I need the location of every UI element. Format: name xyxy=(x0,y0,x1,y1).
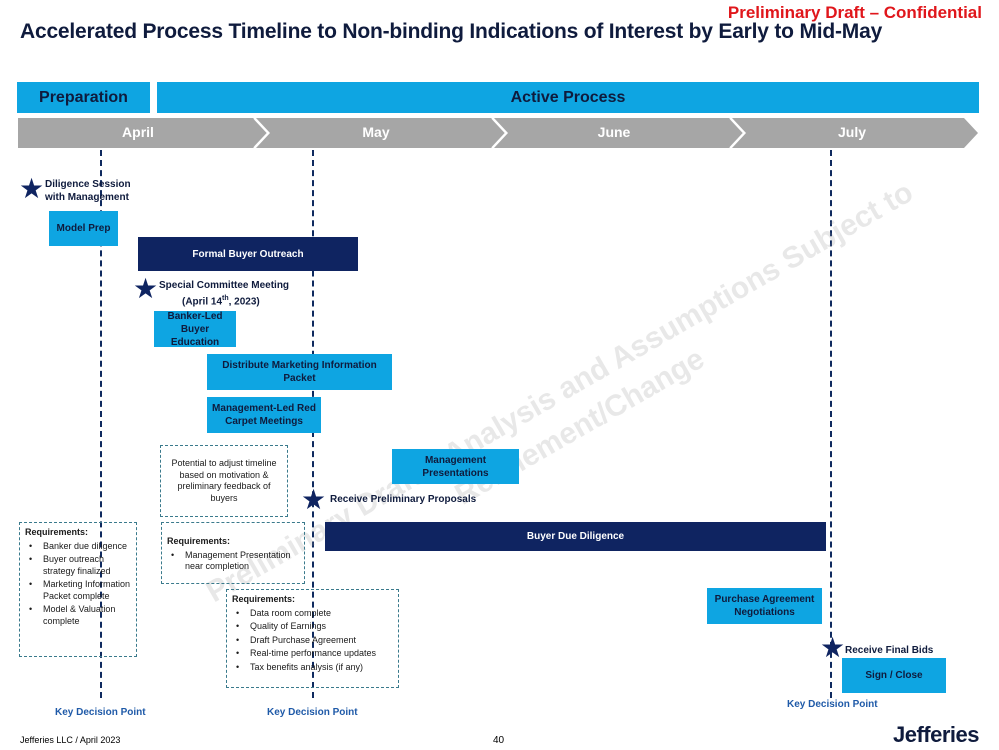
requirement-item: Management Presentation near completion xyxy=(171,550,299,573)
requirements-title: Requirements: xyxy=(167,536,231,546)
activity-model-prep: Model Prep xyxy=(49,211,118,246)
star-icon: ★ xyxy=(133,273,159,304)
requirements-box-2: Requirements: Management Presentation ne… xyxy=(161,522,305,584)
requirements-title: Requirements: xyxy=(232,594,296,604)
decision-line-july xyxy=(830,150,832,698)
phase-active-process: Active Process xyxy=(157,82,979,113)
activity-purchase-agreement: Purchase Agreement Negotiations xyxy=(707,588,822,624)
activity-formal-outreach: Formal Buyer Outreach xyxy=(138,237,358,271)
month-may: May xyxy=(362,124,390,140)
activity-sign-close: Sign / Close xyxy=(842,658,946,693)
requirement-item: Draft Purchase Agreement xyxy=(236,635,393,647)
month-chevrons xyxy=(18,118,978,148)
key-decision-point-may: Key Decision Point xyxy=(267,707,358,718)
requirements-box-3: Requirements: Data room complete Quality… xyxy=(226,589,399,688)
requirement-item: Tax benefits analysis (if any) xyxy=(236,662,393,674)
activity-banker-education: Banker-Led Buyer Education xyxy=(154,311,236,348)
month-april: April xyxy=(122,124,154,140)
milestone-prelim-proposals: Receive Preliminary Proposals xyxy=(330,494,477,505)
key-decision-point-july: Key Decision Point xyxy=(787,699,878,710)
requirement-item: Quality of Earnings xyxy=(236,621,393,633)
requirements-list: Management Presentation near completion xyxy=(167,550,299,573)
activity-buyer-due-diligence: Buyer Due Diligence xyxy=(325,522,826,551)
requirement-item: Data room complete xyxy=(236,608,393,620)
month-july: July xyxy=(837,124,866,140)
star-icon: ★ xyxy=(301,484,327,515)
activity-distribute-marketing: Distribute Marketing Information Packet xyxy=(207,354,392,390)
star-icon: ★ xyxy=(820,632,846,663)
requirements-box-1: Requirements: Banker due diligence Buyer… xyxy=(19,522,137,657)
milestone-special-committee-date: (April 14th, 2023) xyxy=(182,295,260,308)
requirement-item: Real-time performance updates xyxy=(236,648,393,660)
milestone-diligence-session: Diligence Session with Management xyxy=(45,179,131,203)
star-icon: ★ xyxy=(19,173,45,204)
note-timeline-adjust-text: Potential to adjust timeline based on mo… xyxy=(171,458,277,503)
requirements-title: Requirements: xyxy=(25,527,89,537)
requirement-item: Banker due diligence xyxy=(29,541,131,553)
requirement-item: Buyer outreach strategy finalized xyxy=(29,554,131,577)
note-timeline-adjust: Potential to adjust timeline based on mo… xyxy=(160,445,288,517)
jefferies-logo: Jefferies xyxy=(893,722,980,747)
requirement-item: Marketing Information Packet complete xyxy=(29,579,131,602)
milestone-special-committee: Special Committee Meeting xyxy=(159,280,290,291)
month-june: June xyxy=(597,124,631,140)
page-title: Accelerated Process Timeline to Non-bind… xyxy=(20,20,883,43)
requirements-list: Data room complete Quality of Earnings D… xyxy=(232,608,393,674)
requirements-list: Banker due diligence Buyer outreach stra… xyxy=(25,541,131,628)
phase-preparation: Preparation xyxy=(17,82,150,113)
month-arrow-bar: April May June July xyxy=(18,118,978,148)
confidential-label: Preliminary Draft – Confidential xyxy=(727,3,982,22)
milestone-final-bids: Receive Final Bids xyxy=(845,645,934,656)
activity-mgmt-presentations: Management Presentations xyxy=(392,449,519,484)
key-decision-point-april: Key Decision Point xyxy=(55,707,146,718)
decision-line-april xyxy=(100,150,102,698)
page-number: 40 xyxy=(493,735,505,746)
footer-source: Jefferies LLC / April 2023 xyxy=(20,735,121,745)
activity-red-carpet: Management-Led Red Carpet Meetings xyxy=(207,397,321,433)
requirement-item: Model & Valuation complete xyxy=(29,604,131,627)
